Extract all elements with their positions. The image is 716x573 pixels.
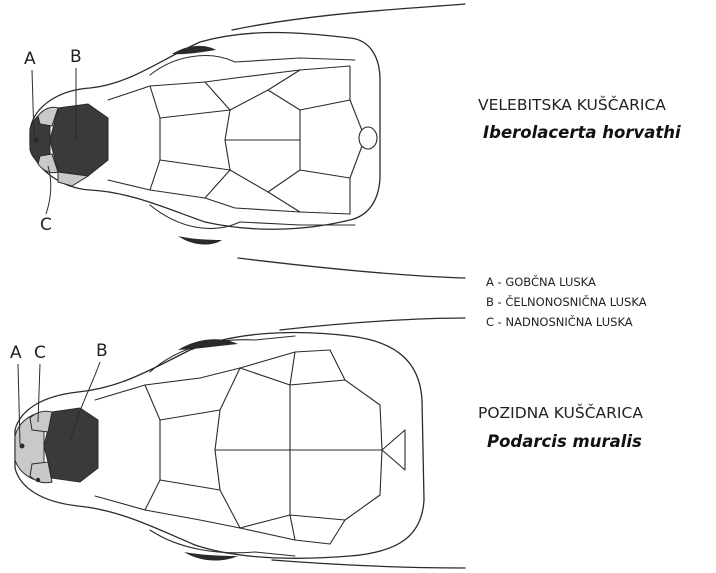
eye-ridge-lower [150,205,355,228]
frontonasal-scale-top [50,104,108,176]
neck-outline-lower [238,258,465,278]
label-a-bottom: A [10,343,22,363]
legend-item-a: A - GOBČNA LUSKA [486,274,596,289]
eye-ridge-upper [150,56,355,75]
eye-ridge-lower [150,530,295,556]
head-podarcis-muralis: A C B [10,318,465,568]
neck-outline-lower [272,560,465,568]
neck-outline-upper [232,4,465,30]
species-2-latin-name: Podarcis muralis [487,432,642,451]
head-iberolacerta-horvathi: A B C [24,4,465,278]
label-b-top: B [70,47,82,67]
label-c-bottom: C [34,343,46,363]
neck-outline-upper [280,318,465,330]
head-scale-network [108,66,377,214]
label-c-top: C [40,215,52,235]
scale-legend: A - GOBČNA LUSKA B - ČELNONOSNIČNA LUSKA… [486,274,647,329]
nostril-dot-bottom [20,444,25,449]
species-1-common-name: VELEBITSKA KUŠČARICA [478,95,666,114]
frontonasal-scale-bottom [44,408,98,482]
eye-upper [172,46,216,54]
nostril-dot-top [34,138,39,143]
legend-item-c: C - NADNOSNIČNA LUSKA [486,314,633,329]
eye-lower [178,236,222,245]
label-b-bottom: B [96,341,108,361]
label-a-top: A [24,49,36,69]
legend-item-b: B - ČELNONOSNIČNA LUSKA [486,294,647,309]
eye-upper [178,339,238,350]
nostril-dot-bottom-lower [36,478,40,482]
species-2-common-name: POZIDNA KUŠČARICA [478,403,643,422]
species-1-latin-name: Iberolacerta horvathi [483,123,681,142]
head-scale-network [95,350,405,544]
